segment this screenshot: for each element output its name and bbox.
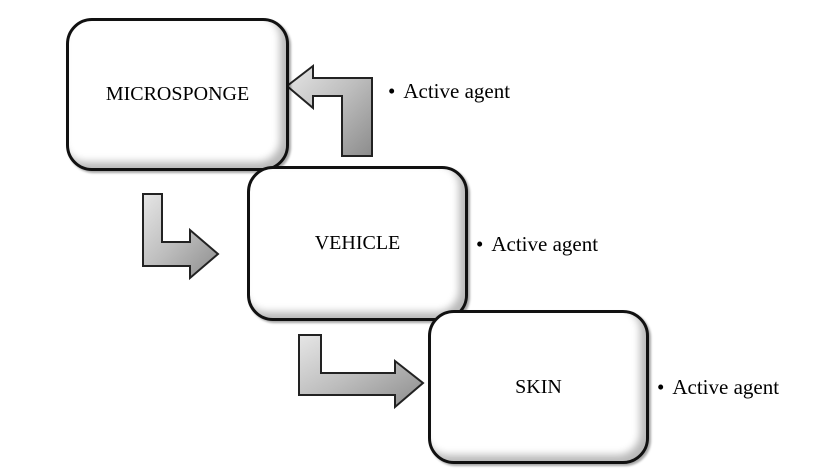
microsponge-active-agent-note: •Active agent xyxy=(388,79,511,103)
microsponge-box: MICROSPONGE xyxy=(66,18,289,171)
bullet-icon: • xyxy=(657,375,665,399)
bullet-icon: • xyxy=(388,79,396,103)
microsponge-label: MICROSPONGE xyxy=(105,83,250,105)
skin-label: SKIN xyxy=(515,375,562,398)
skin-active-agent-note: •Active agent xyxy=(657,375,780,399)
vehicle-active-agent-note: •Active agent xyxy=(476,232,599,256)
vehicle-label: VEHICLE xyxy=(314,232,401,254)
skin-box: SKIN xyxy=(428,310,649,464)
vehicle-box: VEHICLE xyxy=(247,166,468,321)
bent-arrow-into-microsponge xyxy=(285,63,373,157)
bullet-icon: • xyxy=(476,232,484,256)
bent-arrow-microsponge-to-vehicle xyxy=(142,193,220,281)
bent-arrow-vehicle-to-skin xyxy=(298,334,425,410)
